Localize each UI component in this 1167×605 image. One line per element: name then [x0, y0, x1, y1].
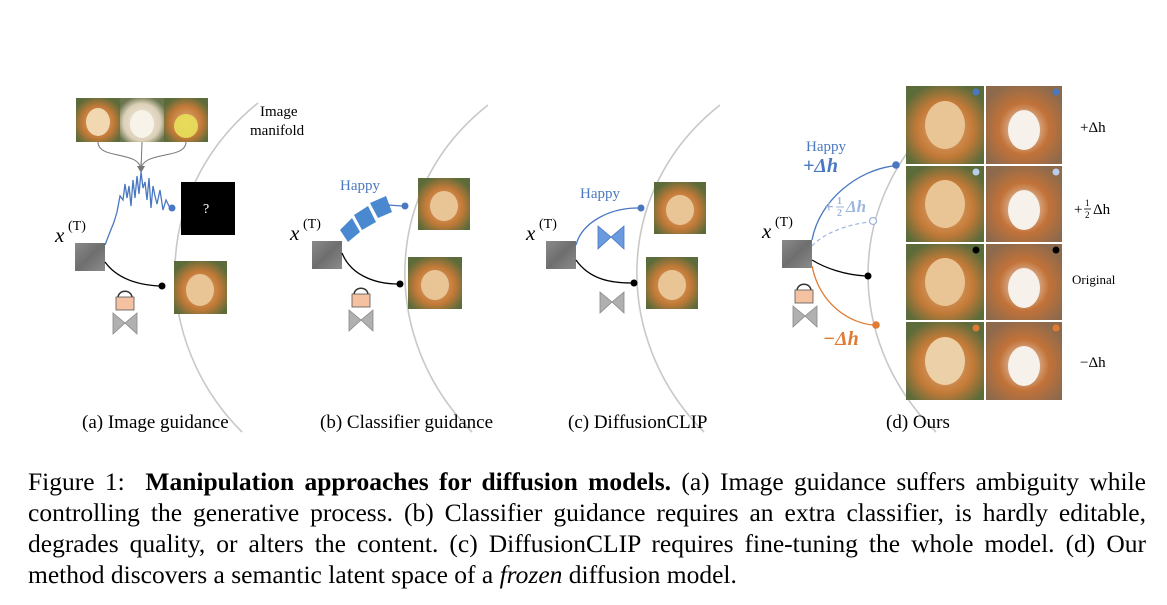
frozen-model-icon [112, 312, 138, 335]
lock-icon [351, 287, 371, 308]
unknown-output [181, 182, 235, 235]
reference-images [76, 98, 208, 142]
svg-text:(T): (T) [539, 217, 557, 232]
finetuned-model-icon [597, 225, 625, 250]
row-label-plus-half: + 1 2 Δh [1074, 198, 1111, 220]
model-icon [599, 291, 625, 314]
manifold-label-line1: Image [260, 104, 298, 120]
panel-d: x (T) Happy +Δh + 1 2 Δh −Δh [761, 86, 1116, 433]
manifold-arc-c [636, 104, 721, 433]
caption-text-1: (a) Image guidance suffers ambiguity whi… [28, 467, 1146, 589]
noise-image-b [312, 241, 342, 269]
lock-icon [794, 283, 814, 304]
panel-b: x (T) Happy (b) Classifier guidance [289, 104, 493, 433]
minus-delta-h-label: −Δh [823, 328, 859, 350]
svg-text:+: + [1074, 202, 1082, 218]
grid-row-plus-half [906, 166, 1062, 242]
manifold-label-line2: manifold [250, 123, 305, 139]
svg-text:2: 2 [1085, 210, 1090, 220]
panel-c-label: (c) DiffusionCLIP [568, 412, 708, 433]
figure-caption: Figure 1: Manipulation approaches for di… [28, 466, 1146, 590]
result-grid [906, 86, 1062, 400]
panel-a-label: (a) Image guidance [82, 412, 229, 433]
noise-image-c [546, 241, 576, 269]
noise-image-a [75, 243, 105, 271]
xt-label-a: x [54, 223, 65, 247]
manifold-arc-b [404, 104, 489, 433]
happy-label-c: Happy [580, 186, 620, 202]
row-label-plus: +Δh [1080, 120, 1106, 136]
frozen-model-icon [348, 309, 374, 332]
row-label-minus: −Δh [1080, 355, 1106, 371]
svg-text:+: + [824, 197, 834, 216]
lock-icon [115, 290, 135, 311]
caption-text-2: diffusion model. [562, 560, 737, 589]
frozen-model-icon [792, 305, 818, 328]
svg-text:Δh: Δh [1093, 202, 1111, 218]
grid-row-original [906, 244, 1062, 320]
xt-label-d: x [761, 219, 772, 243]
grid-row-plus [906, 86, 1062, 164]
caption-prefix: Figure 1: [28, 467, 125, 496]
xt-label-c: x [525, 221, 536, 245]
grid-row-minus [906, 322, 1062, 400]
svg-text:1: 1 [837, 196, 842, 207]
noise-image-d [782, 240, 812, 268]
svg-text:(T): (T) [68, 219, 86, 234]
plus-half-delta-h-label: + 1 2 Δh [824, 196, 866, 219]
panel-b-label: (b) Classifier guidance [320, 412, 493, 433]
figure-1: Image manifold x (T) ? [54, 86, 1116, 433]
svg-text:(T): (T) [775, 215, 793, 230]
panel-c: x (T) Happy (c) DiffusionCLIP [525, 104, 721, 433]
caption-title: Manipulation approaches for diffusion mo… [145, 467, 672, 496]
caption-italic: frozen [499, 560, 563, 589]
happy-label-d: Happy [806, 139, 846, 155]
panel-a: Image manifold x (T) ? [54, 98, 305, 433]
row-label-original: Original [1072, 272, 1116, 287]
svg-text:?: ? [203, 202, 209, 217]
svg-text:Δh: Δh [845, 197, 866, 216]
guidance-path-a [104, 171, 173, 246]
svg-text:2: 2 [837, 208, 842, 219]
xt-label-b: x [289, 221, 300, 245]
plus-delta-h-label: +Δh [803, 155, 838, 177]
svg-text:1: 1 [1085, 198, 1090, 208]
classifier-icon [340, 196, 392, 242]
panel-d-label: (d) Ours [886, 412, 950, 433]
svg-text:(T): (T) [303, 217, 321, 232]
happy-label-b: Happy [340, 178, 380, 194]
